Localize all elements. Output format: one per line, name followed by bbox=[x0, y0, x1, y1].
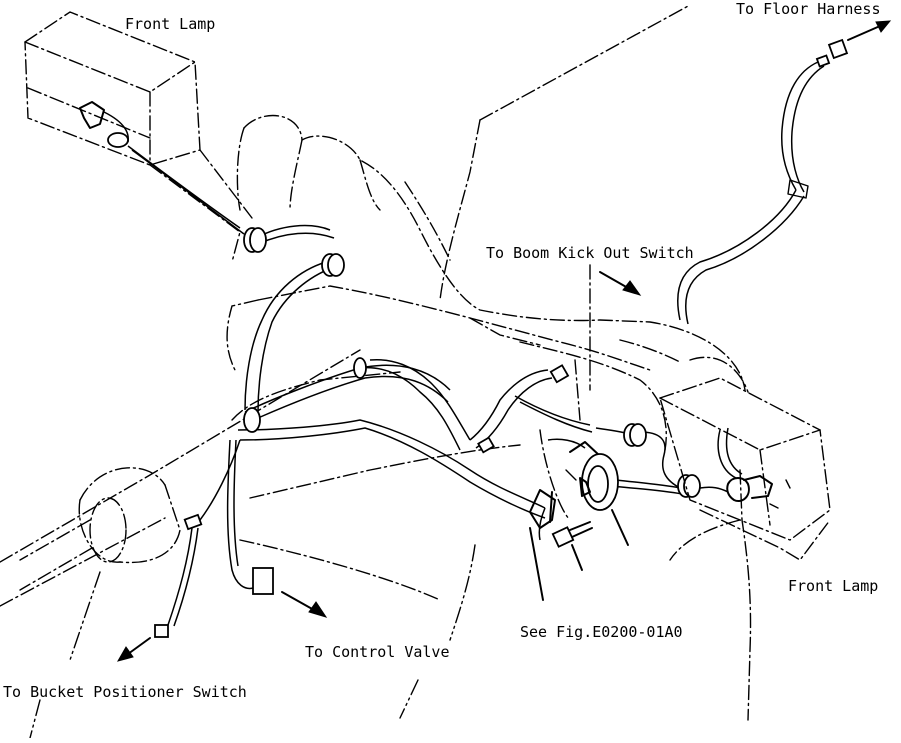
direction-arrows bbox=[116, 20, 892, 662]
front-lamp-right bbox=[659, 377, 831, 561]
hydraulic-cylinder bbox=[19, 467, 181, 661]
front-lamp-right-label: Front Lamp bbox=[788, 577, 879, 595]
harness-grommets bbox=[243, 227, 701, 498]
front-lamp-top-left bbox=[24, 11, 253, 263]
see-fig-leaders bbox=[529, 509, 629, 601]
machine-frame-outline bbox=[0, 4, 752, 739]
to-control-valve-label: To Control Valve bbox=[305, 643, 450, 661]
floor-harness-cable bbox=[677, 38, 849, 325]
horn-assembly bbox=[529, 441, 619, 548]
to-bucket-positioner-switch-label: To Bucket Positioner Switch bbox=[3, 683, 247, 701]
front-lamp-top-label: Front Lamp bbox=[125, 15, 216, 33]
to-floor-harness-label: To Floor Harness bbox=[736, 0, 881, 18]
see-fig-label: See Fig.E0200-01A0 bbox=[520, 623, 683, 641]
harness-connectors bbox=[154, 364, 570, 638]
to-boom-kick-out-switch-label: To Boom Kick Out Switch bbox=[486, 244, 694, 262]
main-harness bbox=[237, 224, 743, 541]
